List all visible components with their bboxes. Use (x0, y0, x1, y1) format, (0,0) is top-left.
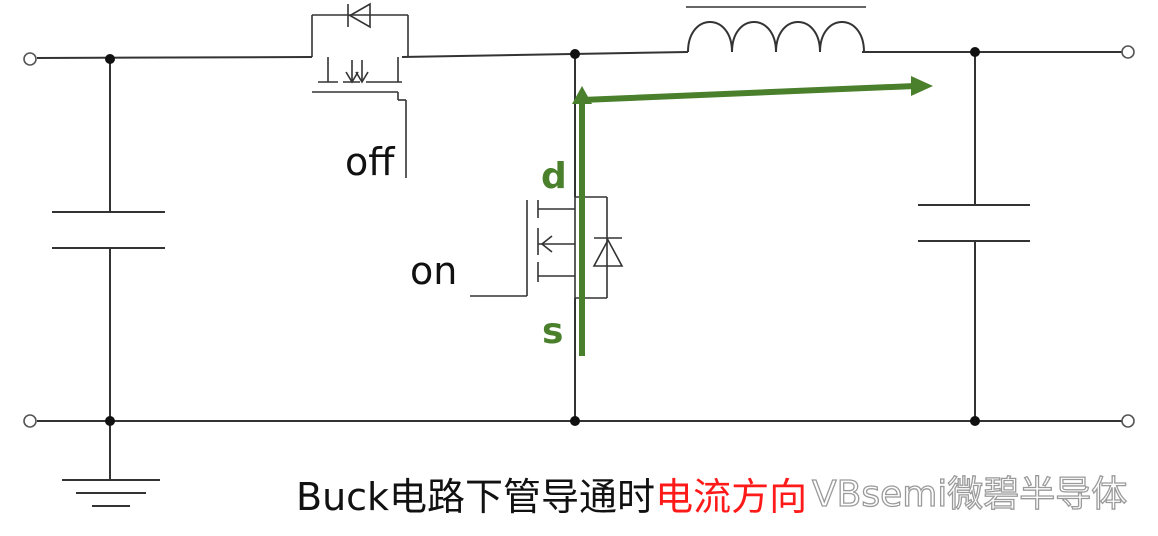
output-capacitor (918, 52, 1030, 421)
current-flow-arrowhead-up (572, 86, 592, 104)
junction-dot (970, 47, 980, 57)
junction-dot (570, 416, 580, 426)
high-side-gate-label: off (345, 140, 395, 184)
top-rail-mid-wire (401, 51, 689, 58)
low-side-body-diode (592, 238, 624, 267)
output-terminal-positive (1121, 45, 1135, 59)
input-terminal-negative (23, 414, 37, 428)
caption-text: Buck电路下管导通时 (296, 475, 655, 519)
junction-dot (570, 49, 580, 59)
junction-dot (105, 54, 115, 64)
current-flow-arrow (572, 76, 933, 356)
output-inductor (686, 6, 866, 53)
output-terminal-negative (1121, 414, 1135, 428)
high-side-body-diode (348, 2, 371, 29)
high-side-mosfet (311, 2, 409, 178)
watermark-text: VBsemi微碧半导体 (812, 474, 1127, 515)
input-capacitor (52, 59, 165, 421)
low-side-gate-label: on (410, 249, 457, 293)
source-label: s (542, 311, 563, 352)
top-rail-input-wire (36, 56, 313, 59)
input-terminal-positive (23, 52, 37, 66)
current-flow-arrowhead-right (911, 76, 933, 96)
ground-symbol (62, 421, 160, 507)
caption-highlight: 电流方向 (655, 475, 807, 519)
diagram-caption: Buck电路下管导通时电流方向 (296, 475, 807, 519)
junction-dot (105, 416, 115, 426)
low-side-mosfet (470, 196, 624, 299)
junction-dot (970, 416, 980, 426)
drain-label: d (541, 156, 567, 197)
